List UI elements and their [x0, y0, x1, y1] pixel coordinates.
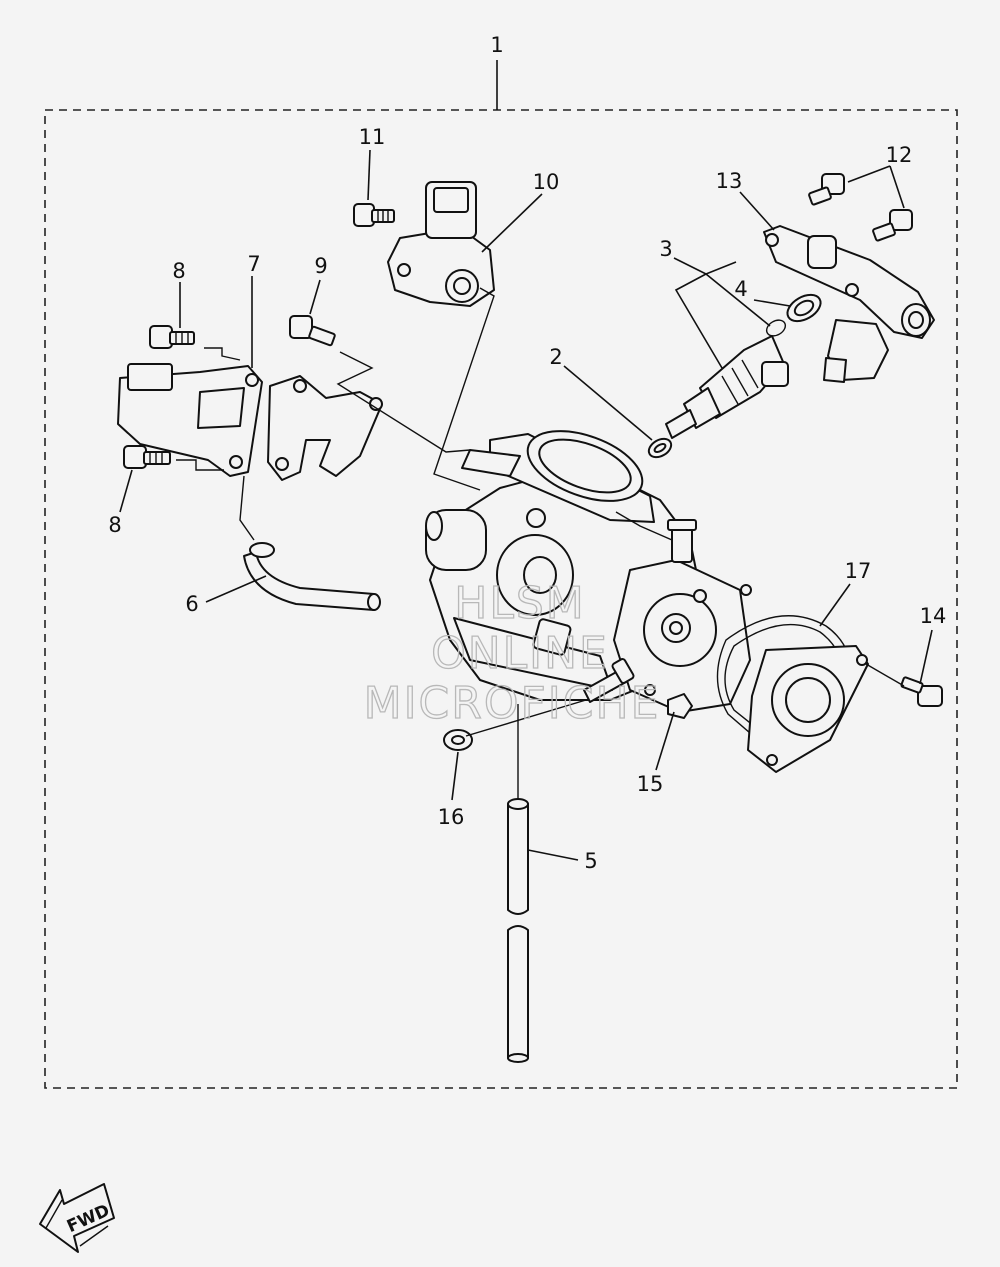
- callout-10: 10: [533, 170, 560, 194]
- watermark-line-3: MICROFICHE: [364, 678, 661, 729]
- assembly-line-c: [336, 351, 471, 453]
- callout-11: 11: [359, 125, 386, 149]
- assembly-line-a: [204, 347, 241, 361]
- bolt-8b: [123, 445, 171, 469]
- leader-line-17: [819, 583, 851, 627]
- bolt-14: [900, 676, 943, 707]
- watermark-line-1: HLSM: [454, 578, 586, 629]
- callout-3: 3: [659, 237, 672, 261]
- callout-17: 17: [845, 559, 872, 583]
- assembly-line-d: [433, 287, 495, 491]
- callout-15: 15: [637, 772, 664, 796]
- bolt-8a: [149, 325, 195, 349]
- callout-6: 6: [185, 592, 198, 616]
- leader-line-9: [309, 279, 321, 315]
- cover-plate: [747, 645, 869, 773]
- leader-line-12a: [847, 165, 891, 183]
- leader-line-6: [205, 575, 267, 603]
- callout-12: 12: [886, 143, 913, 167]
- assembly-line-b: [176, 459, 224, 471]
- leader-line-8b: [119, 469, 133, 513]
- assembly-line-i: [865, 663, 905, 687]
- leader-line-3b: [674, 273, 723, 369]
- hose-6: [243, 542, 381, 611]
- leader-line-3c: [705, 273, 771, 327]
- seal-2: [647, 437, 673, 459]
- callout-2: 2: [549, 345, 562, 369]
- callout-8-lower: 8: [108, 513, 121, 537]
- leader-line-16: [451, 751, 459, 801]
- callout-16: 16: [438, 805, 465, 829]
- leader-line-4: [753, 299, 791, 307]
- leader-line-2: [563, 365, 653, 441]
- assembly-line-f: [465, 699, 587, 737]
- callout-5: 5: [584, 849, 597, 873]
- hose-5: [507, 798, 529, 1063]
- leader-line-3a: [673, 257, 737, 275]
- leader-line-12b: [889, 165, 905, 209]
- bolt-11: [353, 203, 395, 227]
- leader-line-10: [481, 193, 543, 253]
- sensor-7: [117, 363, 263, 477]
- callout-13: 13: [716, 169, 743, 193]
- bolt-12b: [872, 209, 913, 242]
- fuel-pipe-13: [763, 225, 935, 383]
- watermark-line-2: ONLINE: [431, 628, 609, 679]
- callout-1: 1: [490, 33, 503, 57]
- callout-7: 7: [247, 252, 260, 276]
- callout-4: 4: [734, 277, 747, 301]
- nut-16: [443, 729, 473, 751]
- callout-8-upper: 8: [172, 259, 185, 283]
- leader-line-11: [367, 149, 371, 201]
- leader-line-5: [527, 849, 579, 861]
- assembly-line-e: [239, 475, 255, 541]
- bolt-9: [289, 315, 336, 347]
- o-ring-4: [765, 293, 822, 337]
- throttle-body: [425, 430, 701, 701]
- assembly-boundary: [44, 109, 958, 1089]
- leader-line-15: [655, 711, 675, 771]
- adjust-screw: [583, 658, 635, 703]
- bolt-12a: [808, 173, 845, 206]
- leader-line-14: [919, 629, 933, 685]
- callout-9: 9: [314, 254, 327, 278]
- fuel-injector-3: [665, 335, 789, 439]
- throttle-position-sensor-10: [387, 181, 495, 307]
- callout-14: 14: [920, 604, 947, 628]
- assembly-line-h: [615, 511, 673, 541]
- leader-line-13: [739, 191, 775, 231]
- isc-housing: [613, 519, 752, 713]
- fwd-arrow: FWD: [39, 1183, 115, 1253]
- bracket: [267, 375, 383, 481]
